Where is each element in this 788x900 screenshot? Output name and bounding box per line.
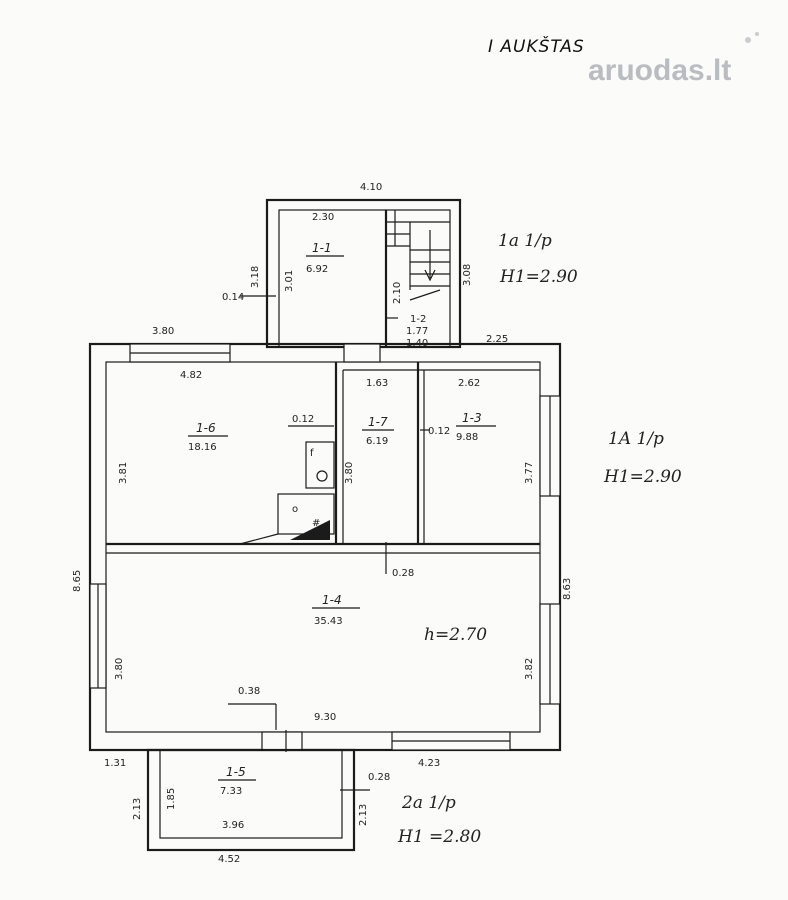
dim-label: 3.77 [524, 462, 535, 484]
dim-label: 4.23 [418, 758, 440, 769]
dim-label: 0.28 [368, 772, 390, 783]
dim-label: 1.85 [166, 788, 177, 810]
room-id: 1-6 [196, 421, 216, 435]
dim-label: 2.10 [392, 282, 403, 304]
dim-label: 3.80 [114, 658, 125, 680]
kitchen-fixtures: o # f [239, 441, 335, 545]
stairs [386, 210, 450, 301]
annex-top [265, 198, 462, 349]
dim-label: 3.18 [250, 266, 261, 288]
plan-title: I AUKŠTAS [488, 35, 585, 57]
annotation: 1A 1/p [608, 429, 664, 449]
opening-ticks [228, 295, 430, 791]
annotation: H1 =2.80 [397, 827, 481, 847]
dim-label: 2.13 [358, 804, 369, 826]
main-walls [88, 342, 562, 752]
dim-label: 0.12 [428, 426, 450, 437]
dim-label: 4.82 [180, 370, 202, 381]
dim-label: 3.80 [152, 326, 174, 337]
room-id: 1-1 [312, 241, 332, 255]
dim-label: 3.82 [524, 658, 535, 680]
annotation: H1=2.90 [603, 467, 682, 487]
dim-label: 3.08 [462, 264, 473, 286]
dim-label: 3.81 [118, 462, 129, 484]
room-id: 1-2 [410, 314, 426, 325]
room-extra: 1.40 [406, 338, 428, 349]
dim-label: 0.14 [222, 292, 244, 303]
dimension-labels: 4.10 2.30 3.18 3.01 0.14 2.10 3.08 3.80 … [72, 182, 573, 865]
annotation: h=2.70 [424, 625, 487, 645]
dim-label: 2.13 [132, 798, 143, 820]
dim-label: 2.30 [312, 212, 334, 223]
dim-label: 0.28 [392, 568, 414, 579]
dim-label: 3.80 [344, 462, 355, 484]
room-area: 6.19 [366, 436, 388, 447]
annex-bottom [146, 748, 356, 852]
dim-label: 9.30 [314, 712, 336, 723]
room-area: 35.43 [314, 616, 343, 627]
dim-label: 3.96 [222, 820, 244, 831]
dim-label: 0.38 [238, 686, 260, 697]
dim-label: 0.12 [292, 414, 314, 425]
room-id: 1-7 [368, 415, 388, 429]
stove-icon [290, 520, 330, 540]
room-labels: 1-1 6.92 1-2 1.77 1.40 1-3 9.88 1-4 35.4… [188, 241, 496, 797]
annotation: 1a 1/p [498, 231, 552, 251]
watermark-logo: aruodas.lt [588, 32, 759, 87]
annotation: H1=2.90 [499, 267, 578, 287]
svg-text:#: # [312, 518, 320, 529]
room-id: 1-5 [226, 765, 246, 779]
svg-text:f: f [310, 448, 314, 459]
annotation: 2a 1/p [401, 793, 456, 813]
windows [89, 343, 561, 751]
dim-label: 4.52 [218, 854, 240, 865]
dim-label: 8.65 [72, 570, 83, 592]
room-area: 7.33 [220, 786, 242, 797]
dim-label: 1.63 [366, 378, 388, 389]
watermark-text: aruodas.lt [588, 54, 731, 87]
dim-label: 4.10 [360, 182, 382, 193]
svg-text:o: o [292, 504, 298, 515]
room-area: 18.16 [188, 442, 217, 453]
dim-label: 8.63 [562, 578, 573, 600]
dim-label: 1.31 [104, 758, 126, 769]
dim-label: 3.01 [284, 270, 295, 292]
room-id: 1-4 [322, 593, 342, 607]
dim-label: 2.25 [486, 334, 508, 345]
room-area: 6.92 [306, 264, 328, 275]
handwritten-annotations: 1a 1/p H1=2.90 1A 1/p H1=2.90 h=2.70 2a … [397, 231, 682, 847]
room-area: 1.77 [406, 326, 428, 337]
dim-label: 2.62 [458, 378, 480, 389]
room-area: 9.88 [456, 432, 478, 443]
room-id: 1-3 [462, 411, 482, 425]
